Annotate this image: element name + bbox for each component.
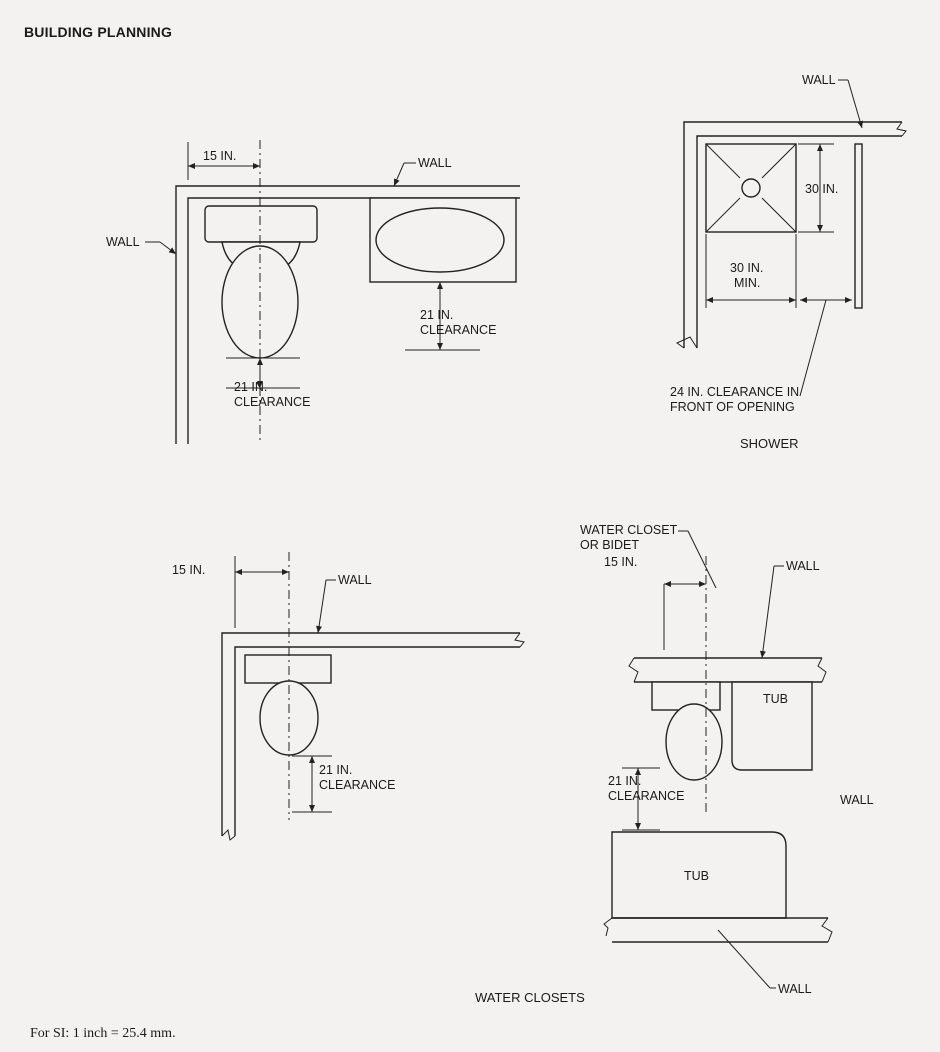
toilet-tank-2 — [244, 654, 332, 684]
clearance-toilet-label: CLEARANCE — [234, 395, 310, 409]
page-header: BUILDING PLANNING — [24, 24, 173, 40]
dim-21-lav-label: 21 IN. — [420, 308, 453, 322]
wall-label-left: WALL — [106, 235, 140, 249]
wall-label-right: WALL — [840, 793, 874, 807]
wc-or-bidet-label-1: WATER CLOSET — [580, 523, 678, 537]
wall-label-2: WALL — [338, 573, 372, 587]
toilet-tank — [204, 205, 318, 243]
dim-21-label-2: 21 IN. — [319, 763, 352, 777]
shower-plan: 30 IN. 30 IN. MIN. 24 IN. CLEARANCE IN F… — [670, 73, 907, 451]
wall-label-3: WALL — [786, 559, 820, 573]
clearance-lav-label: CLEARANCE — [420, 323, 496, 337]
shower-clearance-label-2: FRONT OF OPENING — [670, 400, 795, 414]
bottom-left-water-closet-plan: 15 IN. 21 IN. CLEARANCE WALL — [172, 552, 525, 841]
tub-label-side: TUB — [763, 692, 788, 706]
shower-caption: SHOWER — [740, 436, 799, 451]
dim-30-horizontal-label: 30 IN. — [730, 261, 763, 275]
water-closets-caption: WATER CLOSETS — [475, 990, 585, 1005]
tub-label-bottom: TUB — [684, 869, 709, 883]
dim-15-label-3: 15 IN. — [604, 555, 637, 569]
wall-label-bottom: WALL — [778, 982, 812, 996]
wall-label-shower: WALL — [802, 73, 836, 87]
wall-label-top: WALL — [418, 156, 452, 170]
top-left-water-closet-plan: 15 IN. 21 IN. CLEARANCE 21 IN. CLEARANCE… — [106, 140, 520, 444]
side-tub — [731, 681, 813, 771]
shower-clearance-label-1: 24 IN. CLEARANCE IN — [670, 385, 799, 399]
clearance-label-3: CLEARANCE — [608, 789, 684, 803]
bottom-right-water-closet-plan: TUB 15 IN. WATER CLOSET OR BIDET WALL 21… — [580, 523, 874, 996]
min-label: MIN. — [734, 276, 760, 290]
dim-15-label-2: 15 IN. — [172, 563, 205, 577]
bottom-tub — [611, 831, 787, 919]
si-footnote: For SI: 1 inch = 25.4 mm. — [30, 1026, 176, 1041]
shower-drain — [741, 178, 761, 198]
shower-partition — [854, 143, 863, 309]
dim-30-vertical-label: 30 IN. — [805, 182, 838, 196]
toilet-bowl-3 — [665, 703, 723, 781]
wc-or-bidet-label-2: OR BIDET — [580, 538, 639, 552]
dim-21-label-3: 21 IN. — [608, 774, 641, 788]
dim-21-toilet-label: 21 IN. — [234, 380, 267, 394]
dim-15-label: 15 IN. — [203, 149, 236, 163]
lavatory-basin — [375, 207, 505, 273]
clearance-label-2: CLEARANCE — [319, 778, 395, 792]
